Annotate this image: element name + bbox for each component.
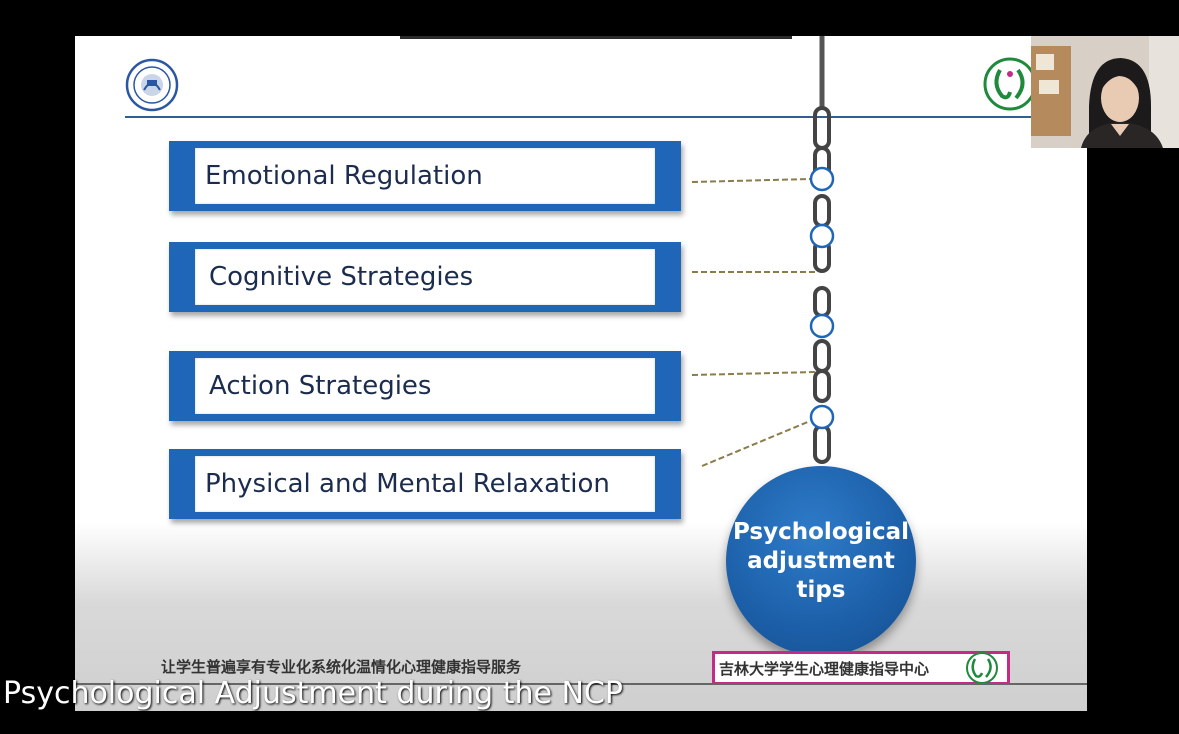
circle-line-1: Psychological: [732, 518, 909, 545]
tip-card-physical-mental-relaxation: Physical and Mental Relaxation: [169, 449, 681, 519]
footer-slogan: 让学生普遍享有专业化系统化温情化心理健康指导服务: [161, 658, 522, 676]
participant-webcam-video[interactable]: [1031, 36, 1179, 148]
presentation-slide: Emotional Regulation Cognitive Strategie…: [75, 36, 1087, 711]
footer-divider: [75, 683, 1087, 685]
footer-center-name-box: 吉林大学学生心理健康指导中心: [712, 651, 1010, 685]
tip-card-cognitive-strategies: Cognitive Strategies: [169, 242, 681, 312]
tip-label: Physical and Mental Relaxation: [205, 469, 610, 499]
tip-label: Emotional Regulation: [205, 161, 483, 191]
mental-health-center-small-logo-icon: [966, 652, 998, 684]
psychological-adjustment-tips-circle: Psychological adjustment tips: [726, 466, 916, 656]
circle-line-3: tips: [796, 576, 846, 603]
slide-top-bar: [400, 36, 792, 39]
tip-card-emotional-regulation: Emotional Regulation: [169, 141, 681, 211]
tip-card-action-strategies: Action Strategies: [169, 351, 681, 421]
chain-connector: [691, 36, 835, 484]
header-divider: [125, 116, 1087, 118]
circle-line-2: adjustment: [747, 547, 895, 574]
video-subtitle: Psychological Adjustment during the NCP: [3, 676, 623, 711]
jilin-university-seal-icon: [125, 58, 179, 112]
footer-center-name: 吉林大学学生心理健康指导中心: [719, 659, 930, 678]
tip-label: Cognitive Strategies: [209, 262, 474, 292]
tip-label: Action Strategies: [209, 371, 432, 401]
webcam-person-image: [1031, 36, 1179, 148]
